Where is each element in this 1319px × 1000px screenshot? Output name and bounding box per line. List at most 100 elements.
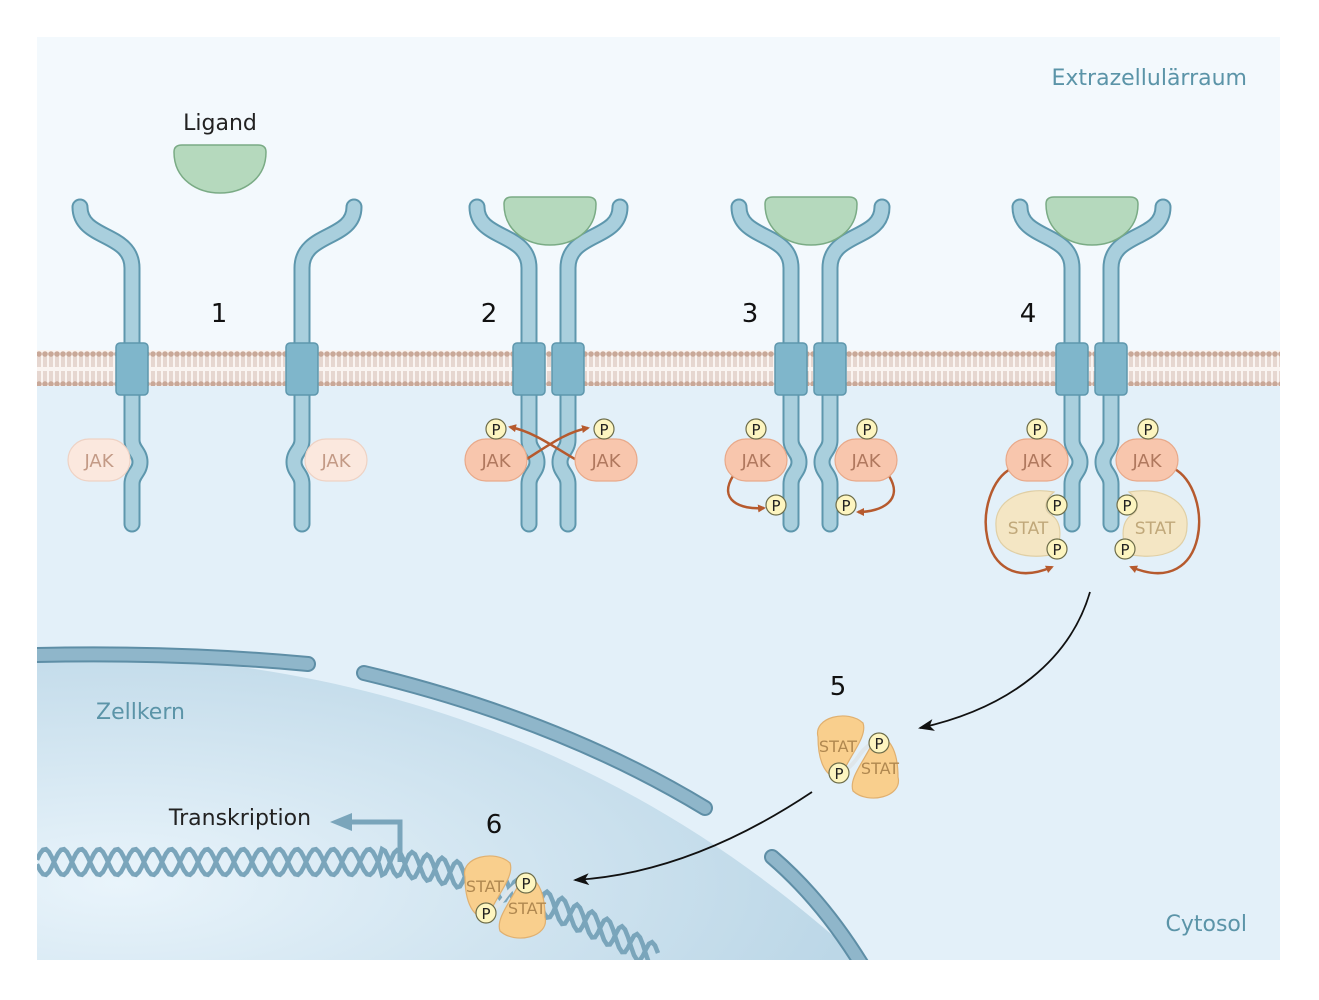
phosphorylation-arrow	[726, 475, 766, 513]
phosphate-label: P	[521, 875, 530, 893]
receptors	[71, 198, 1172, 533]
jak-label: JAK	[850, 451, 881, 472]
phosphate-label: P	[1052, 541, 1061, 559]
receptor-chain	[470, 200, 544, 531]
jak-kinase: JAK	[464, 438, 528, 482]
step-2: 2	[481, 299, 498, 329]
phosphate-circle	[868, 732, 890, 754]
step-3: 3	[742, 299, 759, 329]
jak-kinase: JAK	[304, 438, 368, 482]
phosphate-group: P	[765, 494, 787, 516]
phosphate-group: P	[1046, 494, 1068, 516]
phosphorylation-arrow	[984, 466, 1054, 575]
label-extracellular: Extrazellulärraum	[1052, 66, 1247, 91]
phosphate-circle	[1046, 494, 1068, 516]
ligand	[173, 144, 267, 194]
ligand	[764, 196, 858, 246]
phosphate-group: P	[1137, 418, 1159, 440]
phosphorylation-arrow	[521, 425, 590, 464]
phosphorylation-arrow	[856, 475, 896, 516]
stat-protein: STAT	[995, 490, 1061, 557]
transmembrane-domain	[551, 342, 585, 396]
transmembrane-domain	[774, 342, 808, 396]
jak-label: JAK	[1131, 451, 1162, 472]
phosphate-label: P	[1052, 497, 1061, 515]
receptor	[551, 198, 629, 533]
arrows	[508, 424, 1201, 886]
step-4: 4	[1020, 299, 1037, 329]
phosphate-group: P	[856, 418, 878, 440]
stat-label: STAT	[466, 877, 504, 896]
phosphate-circle	[1046, 538, 1068, 560]
receptor-chain	[1096, 200, 1170, 531]
phosphate-circle	[1137, 418, 1159, 440]
phosphate-label: P	[874, 735, 883, 753]
ligand	[503, 196, 597, 246]
dna-double-helix	[37, 845, 661, 960]
phosphate-group: P	[745, 418, 767, 440]
nuclear-import-arrow	[573, 791, 813, 886]
transcription-arrow-line	[348, 819, 403, 862]
receptor	[285, 198, 363, 533]
phosphate-circle	[475, 902, 497, 924]
jak-label: JAK	[320, 451, 351, 472]
phosphate-circle	[856, 418, 878, 440]
transcription-arrow	[330, 813, 403, 862]
receptor	[71, 198, 149, 533]
stat-shape	[817, 715, 865, 780]
phosphate-circle	[1116, 494, 1138, 516]
receptor-chain	[732, 200, 806, 531]
receptor-chain	[553, 200, 627, 531]
phosphate-label: P	[1120, 541, 1129, 559]
label-ligand: Ligand	[183, 111, 257, 136]
dna-strand	[37, 846, 651, 960]
receptor-chain	[287, 200, 361, 531]
phosphate-label: P	[751, 421, 760, 439]
phosphate-circle	[1026, 418, 1048, 440]
label-nucleus: Zellkern	[96, 700, 185, 725]
transmembrane-domain	[813, 342, 847, 396]
stat-label: STAT	[1135, 519, 1176, 539]
stat-shape	[464, 855, 512, 920]
nuclear-envelope	[37, 646, 869, 960]
phosphate-group: P	[1046, 538, 1068, 560]
jak-kinase: JAK	[67, 438, 131, 482]
phosphate-label: P	[599, 421, 608, 439]
jak-label: JAK	[480, 451, 511, 472]
jak-shape	[304, 438, 368, 482]
stat-protein: STAT	[1122, 490, 1188, 557]
phosphate-circle	[745, 418, 767, 440]
phosphate-circle	[828, 762, 850, 784]
receptor	[468, 198, 546, 533]
cell-membrane	[37, 350, 1280, 386]
step-5: 5	[830, 672, 847, 702]
stat-label: STAT	[819, 737, 857, 756]
receptor	[730, 198, 808, 533]
phosphate-group: P	[1116, 494, 1138, 516]
receptor-chain	[1013, 200, 1087, 531]
phosphate-group: P	[485, 418, 507, 440]
phosphorylation-arrow	[1129, 466, 1201, 575]
phosphate-circle	[593, 418, 615, 440]
jak-kinase: JAK	[574, 438, 638, 482]
transmembrane-domain	[285, 342, 319, 396]
jak-kinase: JAK	[724, 438, 788, 482]
phosphate-group: P	[1114, 538, 1136, 560]
receptor-chain	[815, 200, 889, 531]
receptor	[813, 198, 891, 533]
phosphorylation-arrow	[508, 424, 581, 464]
stat-label: STAT	[1008, 519, 1049, 539]
transmembrane-domain	[1055, 342, 1089, 396]
phosphate-label: P	[481, 905, 490, 923]
phosphate-label: P	[1143, 421, 1152, 439]
phosphate-group: P	[868, 732, 890, 754]
stat-label: STAT	[861, 759, 899, 778]
label-transcription: Transkription	[168, 806, 311, 831]
phosphate-group: P	[1026, 418, 1048, 440]
phosphate-label: P	[1122, 497, 1131, 515]
phosphate-group: P	[835, 494, 857, 516]
phosphate-label: P	[491, 421, 500, 439]
